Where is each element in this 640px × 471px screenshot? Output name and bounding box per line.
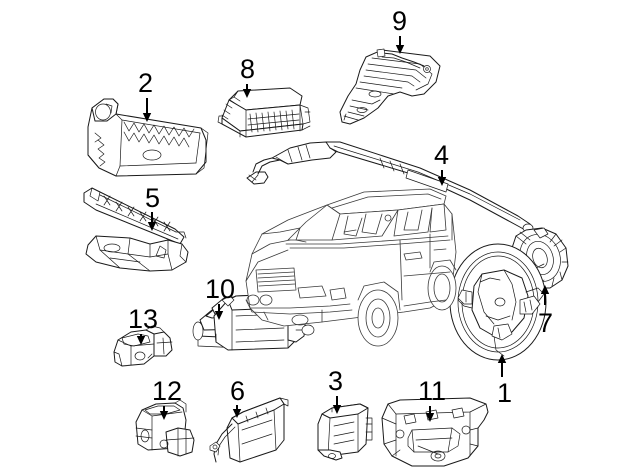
part-9-seat-occupancy-sensor-mat-illustration	[339, 48, 441, 125]
callout-number-1[interactable]: 1	[497, 378, 513, 408]
part-11-seat-crossmember-bracket-illustration	[381, 397, 489, 467]
callout-arrow-head-2	[142, 113, 152, 122]
callout-arrow-head-3	[332, 405, 342, 414]
callout-arrows	[136, 36, 550, 422]
callout-number-6[interactable]: 6	[230, 376, 246, 406]
callout-number-7[interactable]: 7	[538, 308, 554, 338]
part-12-crash-sensor-illustration	[135, 399, 195, 457]
callout-arrow-head-10	[214, 311, 224, 320]
callout-number-5[interactable]: 5	[145, 183, 161, 213]
part-2-passenger-airbag-illustration	[87, 98, 209, 177]
callout-number-4[interactable]: 4	[434, 140, 450, 170]
part-13-front-impact-sensor-illustration	[113, 325, 173, 367]
part-6-glovebox-door-panel-illustration	[209, 397, 289, 463]
callout-arrow-head-9	[395, 45, 405, 54]
callout-arrow-head-12	[159, 411, 169, 420]
callout-number-9[interactable]: 9	[392, 6, 408, 36]
callout-number-2[interactable]: 2	[138, 68, 154, 98]
callout-number-10[interactable]: 10	[205, 274, 236, 304]
callout-number-11[interactable]: 11	[418, 376, 447, 406]
callout-arrow-head-5	[147, 222, 157, 231]
callout-number-3[interactable]: 3	[328, 366, 344, 396]
callout-arrow-head-7	[540, 285, 550, 294]
part-8-airbag-control-module-illustration	[217, 87, 311, 138]
callout-arrow-head-13	[136, 336, 146, 345]
vehicle-illustration	[245, 188, 457, 347]
part-1-steering-wheel-illustration	[449, 243, 547, 361]
callout-number-8[interactable]: 8	[240, 54, 256, 84]
part-3-control-module-illustration	[317, 403, 373, 461]
callout-arrow-head-1	[497, 354, 507, 363]
callout-number-13[interactable]: 13	[128, 304, 159, 334]
callout-number-12[interactable]: 12	[152, 376, 183, 406]
callout-arrow-head-4	[437, 177, 447, 186]
callout-arrow-head-6	[232, 409, 242, 418]
callout-arrow-head-11	[425, 413, 435, 422]
callout-arrow-head-8	[242, 89, 252, 98]
part-5-knee-bolster-illustration	[83, 187, 189, 272]
